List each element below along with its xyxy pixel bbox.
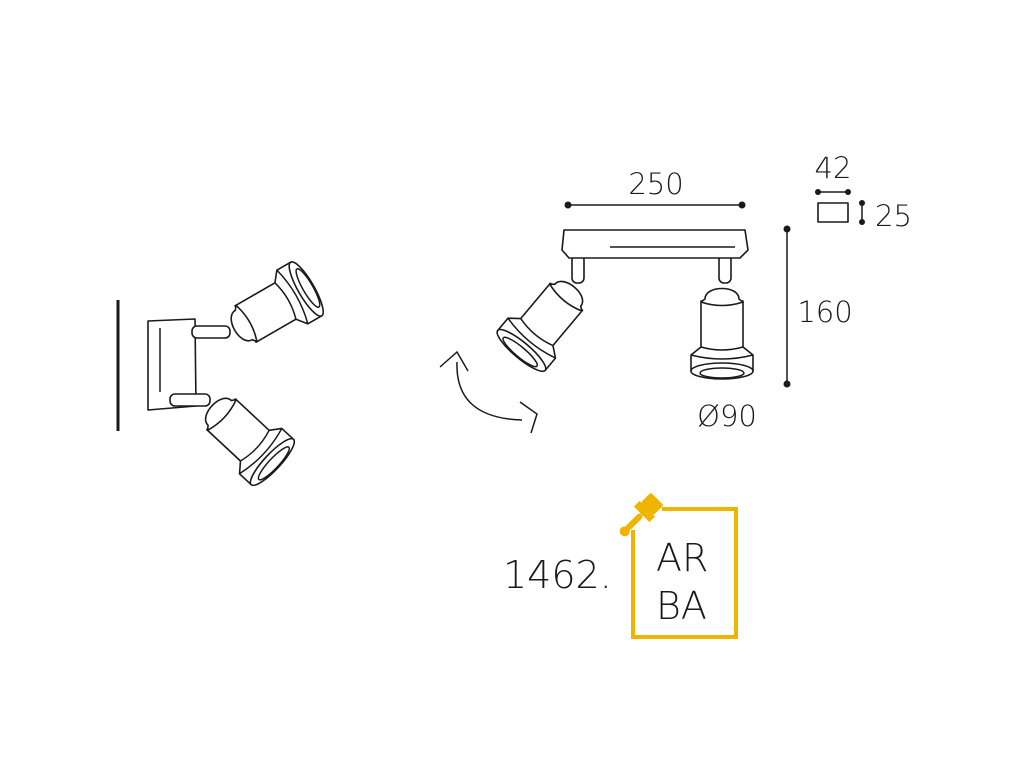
svg-text:42: 42	[815, 151, 852, 185]
svg-text:25: 25	[875, 199, 912, 233]
canopy-dimensions: 42 25	[815, 151, 912, 233]
upper-shade	[218, 257, 330, 358]
upper-arm	[191, 325, 231, 339]
paint-brush-icon	[619, 493, 663, 537]
rotate-arrow-icon	[439, 350, 538, 434]
finish-badge: AR BA	[619, 493, 738, 639]
wall-mounted-view	[116, 257, 330, 491]
product-code: 1462.	[503, 553, 612, 597]
mounting-bar	[561, 229, 749, 259]
tilted-shade	[491, 266, 600, 378]
svg-text:AR: AR	[656, 536, 708, 580]
lower-arm	[169, 393, 211, 407]
dimension-width: 250	[564, 167, 746, 209]
svg-text:BA: BA	[656, 584, 707, 628]
svg-text:Ø90: Ø90	[697, 399, 757, 433]
straight-shade	[690, 287, 754, 380]
dimension-height: 160	[783, 225, 853, 388]
svg-text:160: 160	[797, 295, 852, 329]
dimension-diameter: Ø90	[697, 399, 757, 433]
svg-text:250: 250	[628, 167, 683, 201]
bar-front-view	[491, 229, 754, 380]
